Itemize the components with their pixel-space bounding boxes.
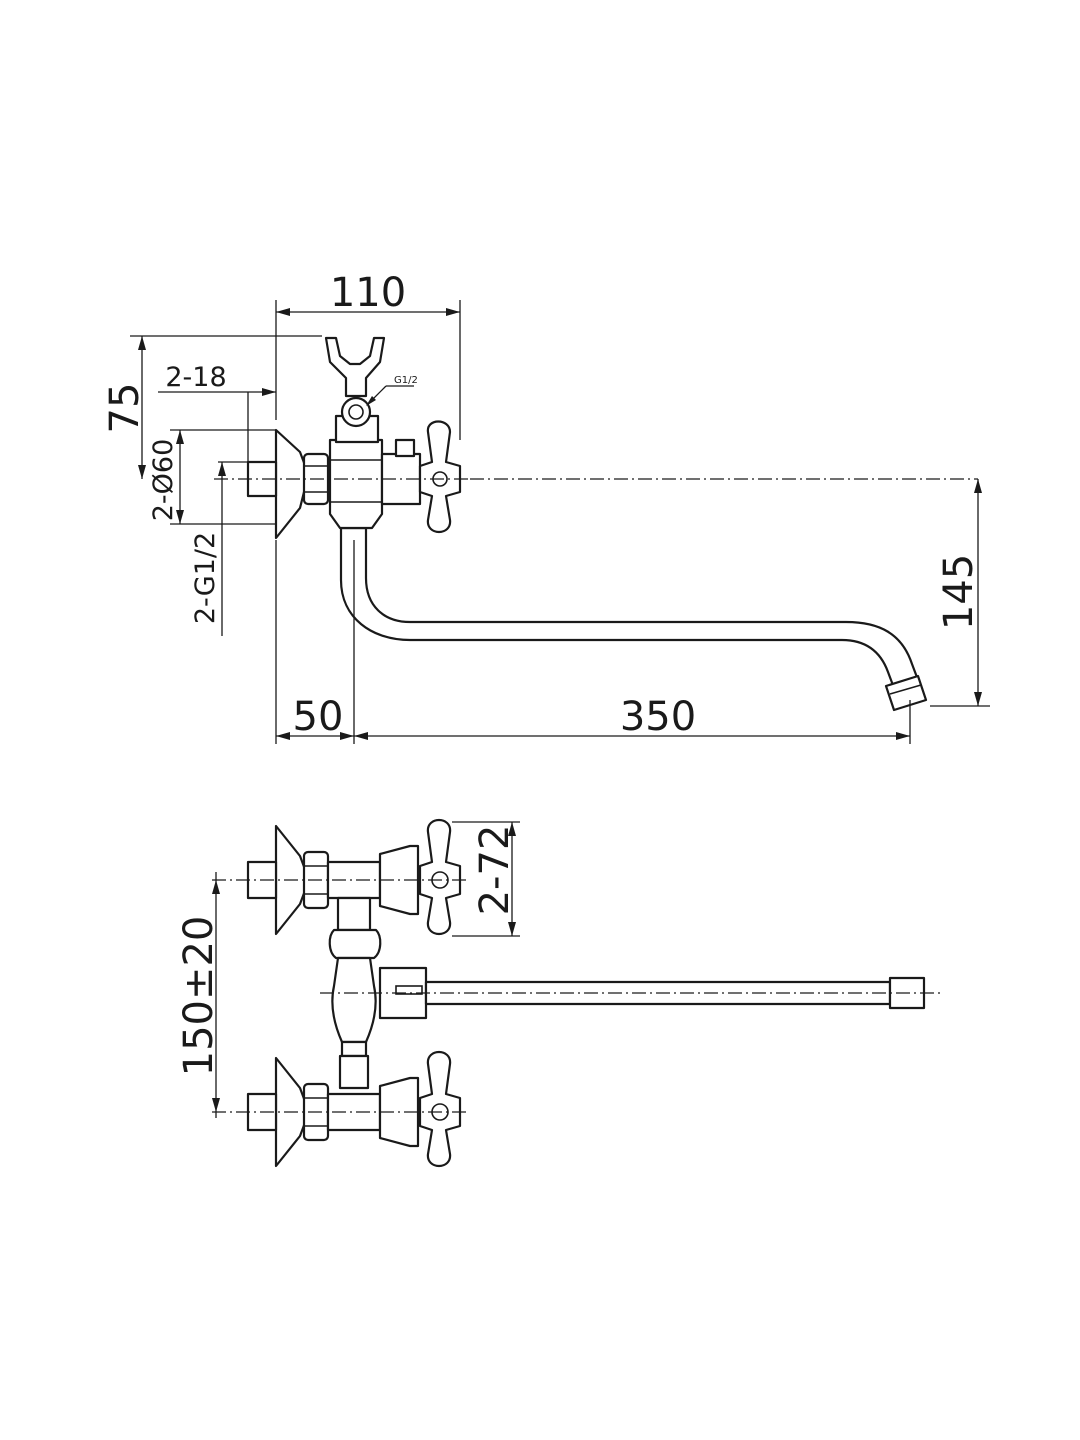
upper-valve — [378, 818, 462, 936]
shower-holder — [324, 336, 386, 428]
dim-connection-thread: 2-G1/2 — [190, 461, 248, 636]
dim-horizontal-spout: 50 350 — [275, 540, 911, 744]
wall-flange — [274, 428, 308, 540]
dim-mount-height: 75 — [102, 335, 322, 479]
label-2-d60: 2-Ø60 — [148, 439, 179, 522]
label-50: 50 — [293, 694, 344, 740]
label-110: 110 — [330, 270, 406, 316]
dim-nut-width: 2-18 — [158, 362, 276, 462]
dim-center-distance: 150±20 — [176, 872, 222, 1118]
label-g12-callout: G1/2 — [394, 375, 418, 386]
label-2-g12: 2-G1/2 — [190, 532, 221, 624]
label-350: 350 — [620, 694, 696, 740]
label-150-20: 150±20 — [176, 916, 222, 1077]
central-riser — [328, 896, 382, 1090]
label-145: 145 — [936, 554, 982, 630]
mixer-body — [328, 438, 384, 530]
top-view: 2-72 150±20 — [176, 818, 940, 1168]
side-view: 110 75 2-18 2-Ø60 — [102, 270, 990, 744]
spout — [339, 526, 928, 712]
shower-outlet-callout: G1/2 — [366, 375, 418, 406]
dim-handle-size: 2-72 — [452, 821, 520, 937]
cross-handle — [418, 420, 462, 534]
label-2-18: 2-18 — [165, 362, 226, 393]
dim-flange-diameter: 2-Ø60 — [148, 429, 276, 525]
label-2-72: 2-72 — [472, 825, 518, 916]
dim-spout-drop: 145 — [930, 479, 990, 707]
dim-overall-depth: 110 — [275, 270, 461, 440]
label-75: 75 — [102, 383, 148, 434]
lower-valve — [378, 1050, 462, 1168]
aerator — [884, 674, 928, 712]
